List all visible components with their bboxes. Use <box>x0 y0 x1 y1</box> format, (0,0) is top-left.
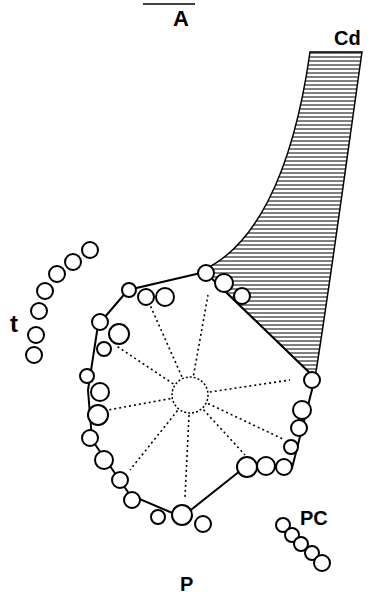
t-circles <box>26 242 98 363</box>
orientation-letter: P <box>180 574 193 594</box>
outer-ring <box>88 272 315 517</box>
part-label: t <box>10 312 18 336</box>
hatched-band <box>203 52 362 378</box>
triplet-circles <box>80 265 320 532</box>
orientation-letter: A <box>173 8 189 30</box>
part-label: Cd <box>334 28 361 48</box>
central-tubule <box>172 377 208 413</box>
part-label: PC <box>300 508 328 528</box>
top-rule <box>143 3 195 5</box>
dotted-spokes <box>108 295 290 497</box>
